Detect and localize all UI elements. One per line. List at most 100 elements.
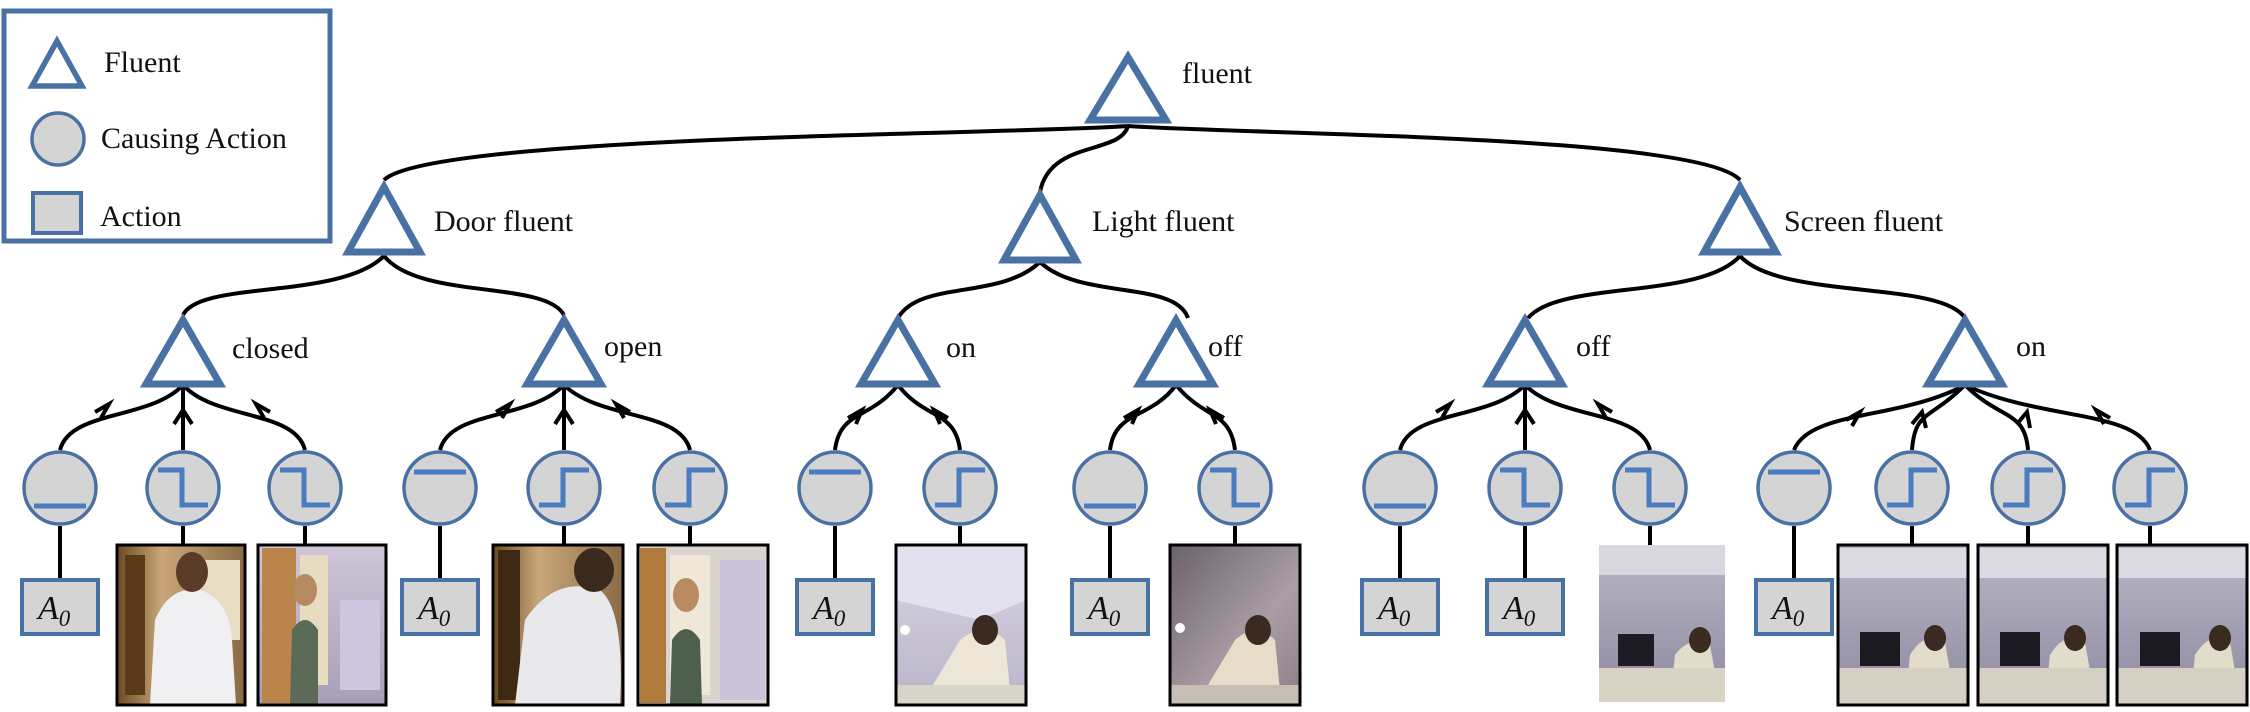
edge-screen-on-cause-2	[1910, 383, 1967, 451]
arrow-head	[610, 398, 631, 419]
causing-action-node	[526, 450, 602, 526]
arrow-head	[172, 406, 194, 426]
edge-screen-on-cause-4	[1964, 383, 2152, 451]
arrow-head	[2090, 404, 2111, 425]
edge-door-closed	[181, 254, 386, 317]
edge-light-on-cause-2	[896, 383, 962, 451]
screen-fluent-label: Screen fluent	[1784, 205, 1944, 238]
edge-open-cause-1	[438, 383, 566, 451]
photo-door-closing-smile	[256, 543, 388, 707]
door-fluent-triangle-icon	[342, 179, 426, 256]
step-up-signal-icon	[2125, 467, 2175, 508]
photo-screen-desk-off	[1599, 545, 1725, 702]
light-fluent-triangle-icon	[998, 187, 1082, 264]
screen-on-label: on	[2016, 330, 2046, 363]
edge-door-open	[382, 254, 566, 317]
photo-door-closing-back	[115, 543, 247, 707]
arrow-head	[1910, 407, 1928, 429]
arrow-head	[1435, 398, 1456, 419]
screen-on-triangle-icon	[1921, 313, 2009, 388]
action-a0-box: A0	[795, 578, 875, 636]
causing-action-node	[922, 450, 998, 526]
door-open-triangle-icon	[520, 313, 608, 388]
light-fluent-label: Light fluent	[1092, 205, 1235, 238]
svg-text:A0: A0	[1770, 590, 1805, 631]
arrow-head	[1845, 406, 1866, 427]
arrow-head	[847, 405, 867, 425]
arrow-head	[553, 406, 575, 426]
svg-text:A0: A0	[36, 590, 71, 631]
edge-closed-cause-1	[58, 383, 185, 451]
screen-off-triangle-icon	[1481, 313, 1569, 388]
step-up-signal-icon	[539, 467, 589, 508]
step-down-signal-icon	[158, 467, 208, 508]
causing-action-node	[22, 450, 98, 526]
causing-action-node	[1874, 450, 1950, 526]
edge-closed-cause-3	[181, 383, 307, 451]
door-open-label: open	[604, 330, 662, 363]
legend: Fluent Causing Action Action	[1, 8, 333, 244]
causing-action-node	[145, 450, 221, 526]
photo-door-open-standing	[636, 543, 770, 707]
svg-text:A0: A0	[1501, 590, 1536, 631]
photo-screen-desk-on-3	[2115, 543, 2249, 707]
step-up-signal-icon	[665, 467, 715, 508]
causing-action-node	[1487, 450, 1563, 526]
door-closed-label: closed	[232, 332, 309, 365]
root-fluent-label: fluent	[1182, 57, 1253, 90]
photo-screen-desk-on-1	[1836, 543, 1970, 707]
arrow-head	[495, 398, 516, 419]
legend-square-icon	[31, 191, 83, 235]
causing-action-node	[267, 450, 343, 526]
step-down-signal-icon	[1625, 467, 1675, 508]
causing-action-node	[1362, 450, 1438, 526]
video-frame-thumbnails	[115, 543, 2249, 707]
arrow-head	[1592, 398, 1613, 419]
causing-action-node	[1990, 450, 2066, 526]
arrow-head	[1514, 406, 1536, 426]
svg-text:A0: A0	[1376, 590, 1411, 631]
step-down-signal-icon	[1210, 467, 1260, 508]
step-up-signal-icon	[1887, 467, 1937, 508]
action-leaves: A0 A0 A0 A0 A0 A0 A0	[20, 578, 1834, 636]
action-a0-box: A0	[1070, 578, 1150, 636]
svg-text:A0: A0	[811, 590, 846, 631]
action-a0-box: A0	[1754, 578, 1834, 636]
legend-circle-icon	[30, 111, 86, 167]
photo-door-opening-blur	[491, 543, 625, 707]
edge-light-off-cause-1	[1108, 383, 1178, 451]
light-on-triangle-icon	[854, 313, 942, 388]
action-a0-box: A0	[1485, 578, 1565, 636]
step-up-signal-icon	[2003, 467, 2053, 508]
step-up-signal-icon	[935, 467, 985, 508]
causing-action-node	[652, 450, 728, 526]
action-a0-box: A0	[20, 578, 100, 636]
arrow-head	[2015, 407, 2032, 429]
edge-root-light	[1038, 125, 1130, 193]
action-a0-box: A0	[1360, 578, 1440, 636]
causing-action-node	[1197, 450, 1273, 526]
photo-light-switch-off	[1168, 543, 1302, 707]
arrow-head	[929, 405, 949, 425]
edge-screen-off-cause-3	[1523, 383, 1652, 451]
door-closed-triangle-icon	[139, 313, 227, 388]
svg-text:A0: A0	[416, 590, 451, 631]
edge-root-door	[382, 124, 1129, 182]
svg-text:A0: A0	[1086, 590, 1121, 631]
edge-light-on	[896, 260, 1042, 320]
arrow-head	[1205, 405, 1225, 425]
arrow-head	[94, 398, 115, 419]
step-down-signal-icon	[280, 467, 330, 508]
edge-light-off	[1038, 260, 1190, 319]
causing-action-node	[1072, 450, 1148, 526]
legend-action-label: Action	[100, 200, 182, 233]
edge-screen-off	[1526, 254, 1742, 320]
causing-action-node	[2112, 450, 2188, 526]
root-fluent-triangle-icon	[1083, 50, 1173, 124]
legend-fluent-label: Fluent	[104, 46, 181, 79]
light-on-label: on	[946, 331, 976, 364]
screen-off-label: off	[1576, 330, 1610, 363]
light-off-triangle-icon	[1132, 313, 1220, 388]
tree-edges	[58, 124, 2152, 580]
